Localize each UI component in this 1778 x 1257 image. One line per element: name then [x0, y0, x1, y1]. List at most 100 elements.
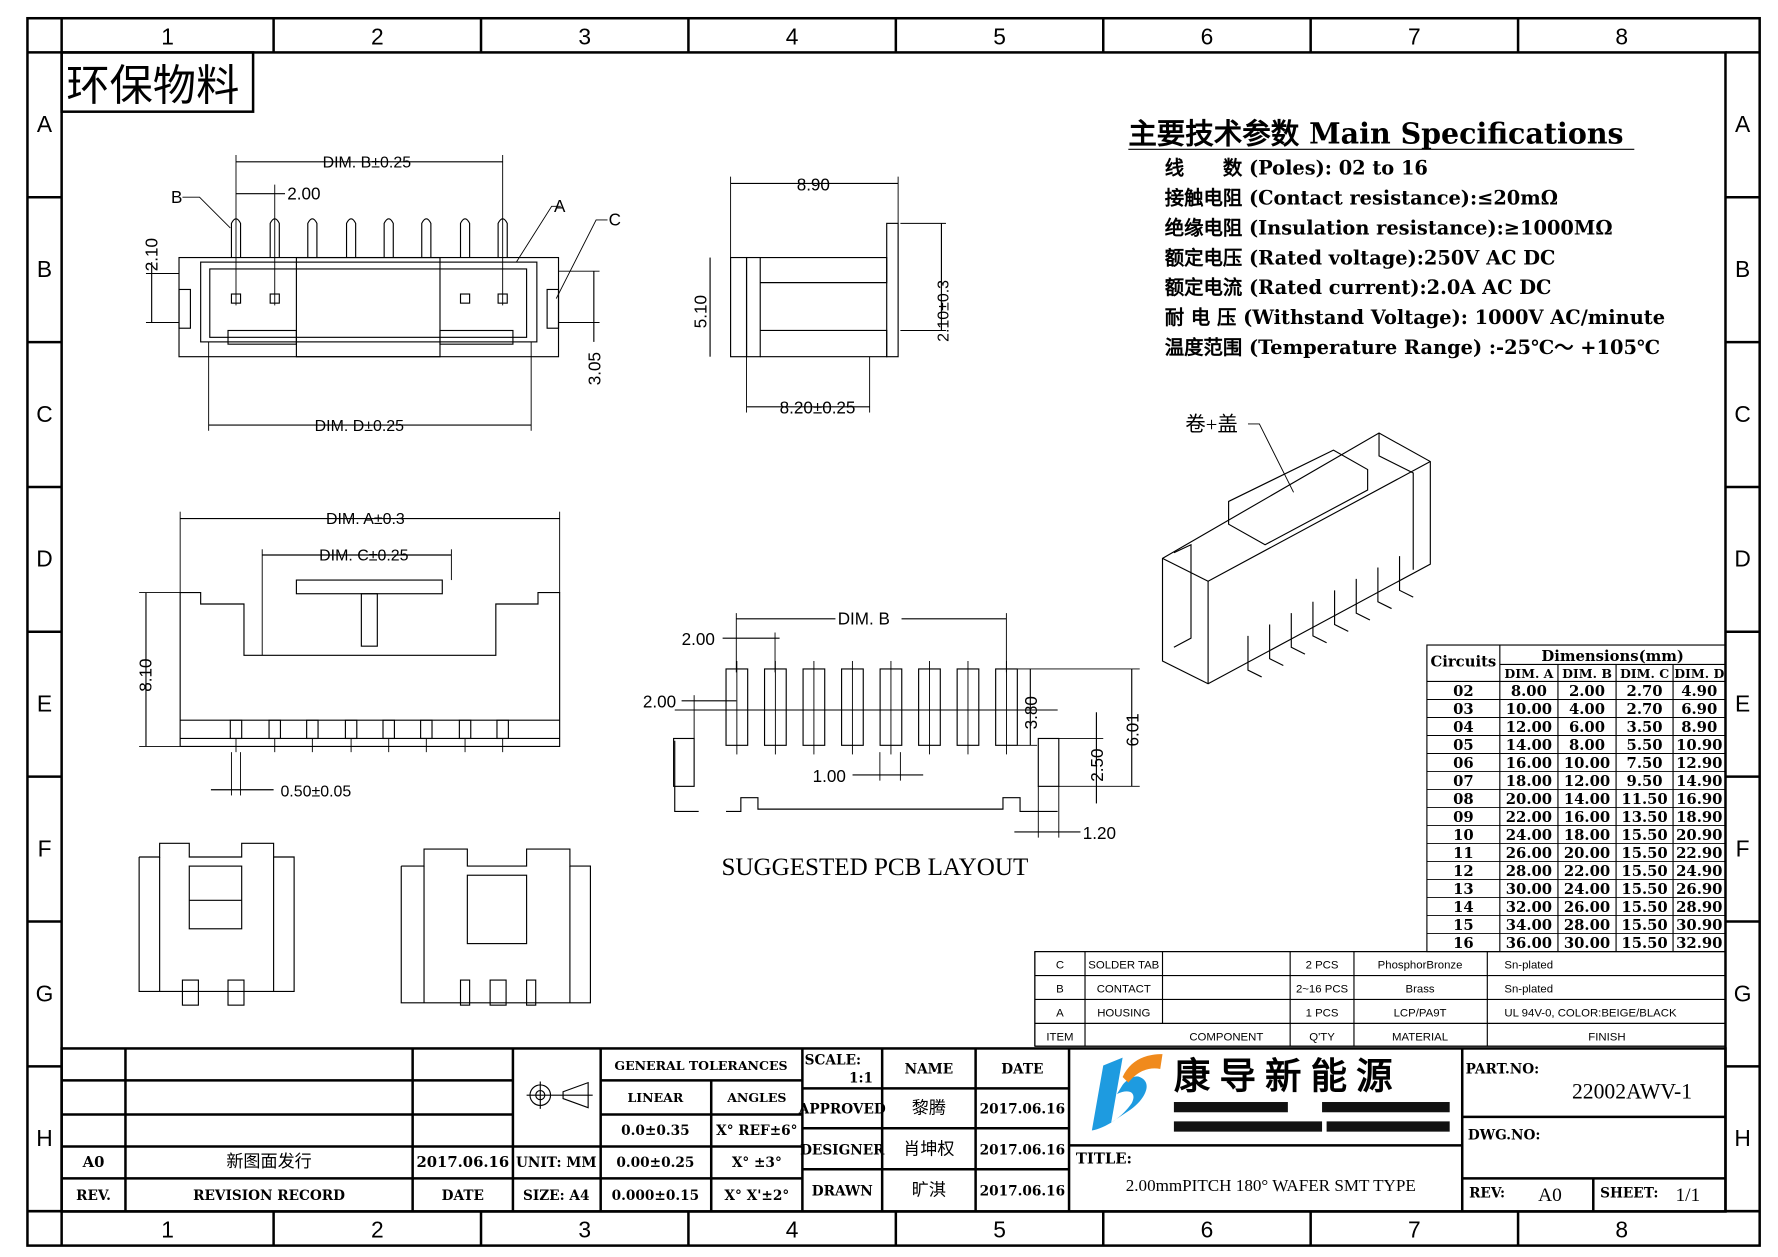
circuit-count: 03 — [1453, 701, 1474, 718]
zone-row-label: A — [37, 111, 53, 137]
iso-callout-label: 卷+盖 — [1185, 413, 1238, 436]
height-210-tol-label: 2.10±0.3 — [935, 280, 952, 342]
zone-row-label: H — [1734, 1125, 1750, 1151]
part-number: 22002AWV-1 — [1572, 1080, 1692, 1104]
contact-pin — [1334, 590, 1349, 632]
contact-pin — [344, 719, 358, 740]
zone-column-label: 7 — [1408, 23, 1421, 49]
revision-date: 2017.06.16 — [416, 1154, 509, 1171]
dimensions-header: Dimensions(mm) — [1541, 648, 1684, 665]
contact-pin — [459, 218, 471, 258]
dimension-value: 18.00 — [1506, 773, 1552, 790]
dimension-value: 30.00 — [1564, 935, 1610, 952]
angle-tolerance: X° ±3° — [732, 1155, 782, 1171]
zone-column-label: 4 — [786, 1217, 799, 1243]
dimension-value: 26.00 — [1506, 845, 1552, 862]
pcb-dim-b-label: DIM. B — [838, 610, 890, 629]
bom-header-finish: FINISH — [1588, 1031, 1625, 1043]
dimension-value: 10.00 — [1564, 755, 1610, 772]
dimension-value: 20.90 — [1676, 827, 1722, 844]
spec-line: 接触电阻 (Contact resistance):≤20mΩ — [1165, 186, 1558, 209]
tolerance-title: GENERAL TOLERANCES — [614, 1058, 787, 1073]
circuit-count: 12 — [1453, 863, 1474, 880]
spec-line: 绝缘电阻 (Insulation resistance):≥1000MΩ — [1165, 216, 1613, 239]
bom-header-item: ITEM — [1046, 1031, 1073, 1043]
dim-column-header: DIM. D — [1674, 666, 1724, 681]
circuit-count: 05 — [1453, 737, 1474, 754]
bom-header-material: MATERIAL — [1392, 1031, 1448, 1043]
rev-header: REV. — [76, 1188, 111, 1204]
dim-b-label: DIM. B±0.25 — [323, 155, 412, 172]
dimension-value: 2.00 — [1569, 683, 1605, 700]
width-820-label: 8.20±0.25 — [780, 399, 856, 418]
pcb-total-height-label: 6.01 — [1124, 713, 1143, 746]
dimension-value: 15.50 — [1621, 827, 1667, 844]
signoff-date: 2017.06.16 — [980, 1101, 1066, 1117]
spec-line: 温度范围 (Temperature Range) :-25℃～ +105℃ — [1165, 336, 1660, 359]
dimension-value: 10.90 — [1676, 737, 1722, 754]
bom-material: PhosphorBronze — [1378, 960, 1463, 972]
contact-pin — [307, 218, 318, 258]
linear-tolerance: 0.00±0.25 — [616, 1155, 694, 1171]
bom-finish: Sn-plated — [1504, 960, 1553, 972]
zone-column-label: 2 — [371, 1217, 384, 1243]
bom-component: SOLDER TAB — [1088, 960, 1159, 972]
dimension-value: 28.90 — [1676, 899, 1722, 916]
circuits-header: Circuits — [1430, 654, 1496, 671]
date-header: DATE — [1001, 1062, 1043, 1078]
zone-column-label: 8 — [1615, 23, 1628, 49]
dimension-value: 8.90 — [1681, 719, 1717, 736]
dimension-value: 6.00 — [1569, 719, 1605, 736]
logo-mark-icon — [1091, 1057, 1147, 1131]
zone-row-label: E — [1735, 691, 1750, 717]
zone-column-label: 5 — [993, 23, 1006, 49]
dimension-value: 22.90 — [1676, 845, 1722, 862]
dimension-value: 26.90 — [1676, 881, 1722, 898]
bom-qty: 2~16 PCS — [1296, 984, 1349, 996]
dim-a-label: DIM. A±0.3 — [326, 511, 405, 528]
pcb-pad-width-label: 1.00 — [813, 767, 846, 786]
dimension-value: 22.00 — [1564, 863, 1610, 880]
dimension-value: 14.00 — [1506, 737, 1552, 754]
bom-header-qty: Q'TY — [1309, 1031, 1335, 1043]
zone-row-label: A — [1735, 111, 1751, 137]
side-view: 8.90 5.10 2.10±0.3 8.20±0.25 — [692, 175, 953, 417]
zone-column-label: 5 — [993, 1217, 1006, 1243]
dimension-value: 16.00 — [1506, 755, 1552, 772]
dimension-value: 11.50 — [1621, 791, 1667, 808]
date-header: DATE — [442, 1188, 484, 1204]
dimension-value: 12.00 — [1564, 773, 1610, 790]
circuit-count: 13 — [1453, 881, 1474, 898]
dimension-value: 12.00 — [1506, 719, 1552, 736]
zone-column-label: 8 — [1615, 1217, 1628, 1243]
bottom-view-left — [138, 842, 295, 1006]
dimension-value: 15.50 — [1621, 881, 1667, 898]
contact-pin — [268, 719, 282, 740]
contact-pin — [229, 719, 243, 740]
contact-pin — [1377, 567, 1392, 610]
dimension-value: 20.00 — [1564, 845, 1610, 862]
dimension-value: 32.90 — [1676, 935, 1722, 952]
contact-pin — [1312, 601, 1327, 644]
dimension-value: 32.00 — [1506, 899, 1552, 916]
zone-row-label: F — [38, 835, 52, 861]
circuit-count: 04 — [1453, 719, 1474, 736]
top-view: DIM. B±0.25 2.00 DIM. D±0.25 2.10 3.05 B… — [142, 155, 621, 435]
zone-column-label: 6 — [1201, 1217, 1214, 1243]
dwg-no-label: DWG.NO: — [1468, 1128, 1541, 1144]
zone-column-label: 1 — [161, 23, 174, 49]
size-label: SIZE: A4 — [523, 1188, 590, 1204]
bom-item: B — [1056, 984, 1064, 996]
scale-value: 1:1 — [849, 1071, 873, 1087]
dimension-value: 15.50 — [1621, 863, 1667, 880]
dim-c-label: DIM. C±0.25 — [319, 548, 408, 565]
dimension-value: 28.00 — [1506, 863, 1552, 880]
circuit-count: 07 — [1453, 773, 1474, 790]
dim-column-header: DIM. A — [1504, 666, 1553, 681]
signoff-date: 2017.06.16 — [980, 1142, 1066, 1158]
zone-row-label: C — [36, 401, 52, 427]
pcb-offset-label: 2.00 — [643, 693, 676, 712]
contact-pin — [383, 218, 394, 258]
linear-tolerance: 0.000±0.15 — [612, 1188, 699, 1204]
